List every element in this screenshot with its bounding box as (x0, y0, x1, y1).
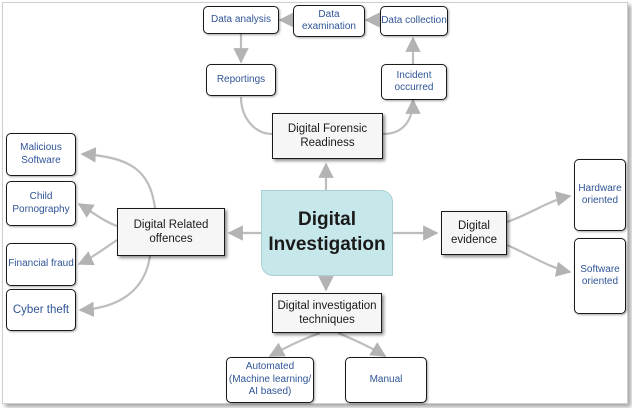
arrow-techniques-to-automated (268, 331, 321, 357)
node-hardware-oriented: Hardware oriented (574, 159, 626, 231)
node-data-collection: Data collection (380, 6, 448, 36)
arrow-evidence-to-hardware (506, 191, 572, 224)
node-child-pornography: Child Pornography (6, 181, 76, 226)
node-software-oriented: Software oriented (574, 238, 626, 314)
node-digital-investigation: Digital Investigation (261, 190, 393, 276)
node-digital-related-offences: Digital Related offences (117, 208, 225, 256)
node-cyber-theft: Cyber theft (6, 289, 76, 331)
node-malicious-software: Malicious Software (6, 133, 76, 176)
node-manual: Manual (345, 357, 427, 403)
node-incident-occurred: Incident occurred (381, 64, 447, 100)
node-forensic-readiness: Digital Forensic Readiness (272, 113, 383, 159)
node-financial-fraud: Financial fraud (6, 243, 76, 286)
arrow-techniques-to-manual (337, 331, 387, 357)
node-data-examination: Data examination (293, 5, 365, 37)
arrow-offences-to-child (77, 203, 118, 228)
arrow-evidence-to-software (506, 243, 572, 277)
arrow-offences-to-fraud (77, 239, 118, 266)
node-digital-evidence: Digital evidence (441, 211, 507, 255)
arrow-offences-to-malicious (80, 147, 157, 209)
node-investigation-techniques: Digital investigation techniques (272, 293, 382, 333)
arrow-offences-to-cyber (78, 255, 152, 317)
node-data-analysis: Data analysis (203, 6, 279, 34)
node-reportings: Reportings (206, 64, 276, 96)
arrow-readiness-to-incident (382, 98, 421, 136)
node-automated: Automated (Machine learning/ AI based) (226, 357, 314, 403)
line-reportings-to-readiness (239, 96, 273, 136)
